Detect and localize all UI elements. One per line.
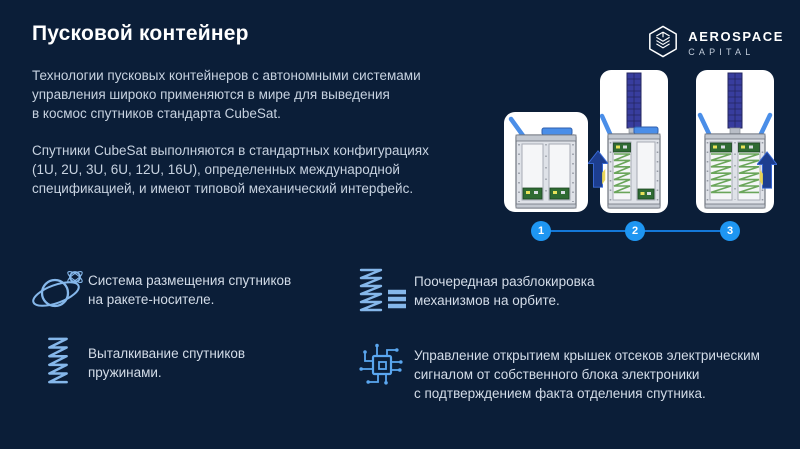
up-arrow-icon: [757, 151, 777, 189]
feature-text: Поочередная разблокировка механизмов на …: [414, 274, 595, 308]
deployer-card-stage-2: [600, 70, 668, 213]
feature-sequential-release: Поочередная разблокировка механизмов на …: [350, 267, 595, 313]
feature-text: Система размещения спутников на ракете-н…: [88, 273, 292, 307]
intro-paragraph-2: Спутники CubeSat выполняются в стандартн…: [32, 143, 429, 196]
up-arrow-icon: [588, 150, 608, 188]
feature-text: Управление открытием крышек отсеков элек…: [414, 348, 760, 401]
circuit-icon: [350, 340, 414, 390]
intro-paragraph-1: Технологии пусковых контейнеров с автоно…: [32, 68, 421, 121]
page-title: Пусковой контейнер: [32, 22, 249, 45]
deployer-card-stage-1: [504, 112, 588, 212]
satellites-ejected-illustration: [697, 72, 773, 209]
logo-text: AEROSPACE CAPITAL: [688, 29, 784, 58]
feature-text: Выталкивание спутников пружинами.: [88, 346, 246, 380]
step-badge-3: 3: [720, 221, 740, 241]
spring-release-icon: [350, 267, 414, 313]
planet-orbit-icon: [28, 266, 88, 318]
deployer-closed-illustration: [508, 116, 577, 209]
feature-electronic-control: Управление открытием крышек отсеков элек…: [350, 340, 760, 403]
deployer-card-stage-3: [696, 70, 774, 213]
spring-icon: [28, 336, 88, 386]
feature-spring-ejection: Выталкивание спутников пружинами.: [28, 336, 245, 386]
logo-brand-sub: CAPITAL: [688, 47, 755, 58]
logo-brand-name: AEROSPACE: [688, 29, 784, 45]
step-badge-2: 2: [625, 221, 645, 241]
aerospace-capital-logo-icon: [647, 24, 679, 64]
feature-satellite-placement: Система размещения спутников на ракете-н…: [28, 266, 291, 318]
brand-logo: AEROSPACE CAPITAL: [647, 24, 784, 64]
satellite-eject-illustration: [600, 72, 661, 209]
step-badge-1: 1: [531, 221, 551, 241]
